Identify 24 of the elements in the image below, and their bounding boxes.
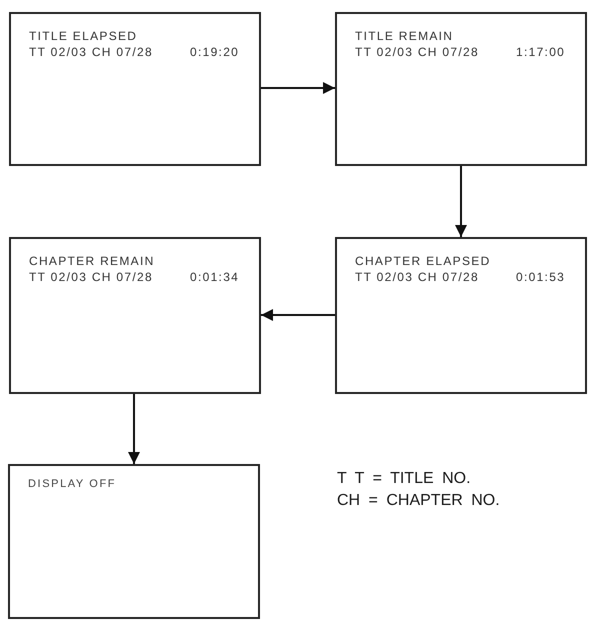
arrow (261, 82, 335, 94)
abbreviation-note: T T = TITLE NO. (337, 469, 471, 488)
screen-panel (9, 12, 261, 166)
time-readout: 0:01:53 (516, 270, 566, 284)
time-readout: 0:01:34 (190, 270, 240, 284)
arrow (455, 166, 467, 237)
screen-heading: TITLE REMAIN (355, 29, 454, 43)
track-chapter-info: TT 02/03 CH 07/28 (29, 45, 153, 59)
screen-heading: DISPLAY OFF (28, 477, 116, 491)
arrow (261, 309, 335, 321)
screen-heading: CHAPTER REMAIN (29, 254, 155, 268)
screen-panel (335, 237, 587, 394)
arrow (128, 394, 140, 464)
track-chapter-info: TT 02/03 CH 07/28 (355, 45, 479, 59)
track-chapter-info: TT 02/03 CH 07/28 (355, 270, 479, 284)
abbreviation-note: CH = CHAPTER NO. (337, 491, 500, 510)
screen-heading: TITLE ELAPSED (29, 29, 138, 43)
screen-panel (335, 12, 587, 166)
screen-panel (8, 464, 260, 619)
track-chapter-info: TT 02/03 CH 07/28 (29, 270, 153, 284)
time-readout: 1:17:00 (516, 45, 566, 59)
screen-panel (9, 237, 261, 394)
time-readout: 0:19:20 (190, 45, 240, 59)
screen-heading: CHAPTER ELAPSED (355, 254, 491, 268)
